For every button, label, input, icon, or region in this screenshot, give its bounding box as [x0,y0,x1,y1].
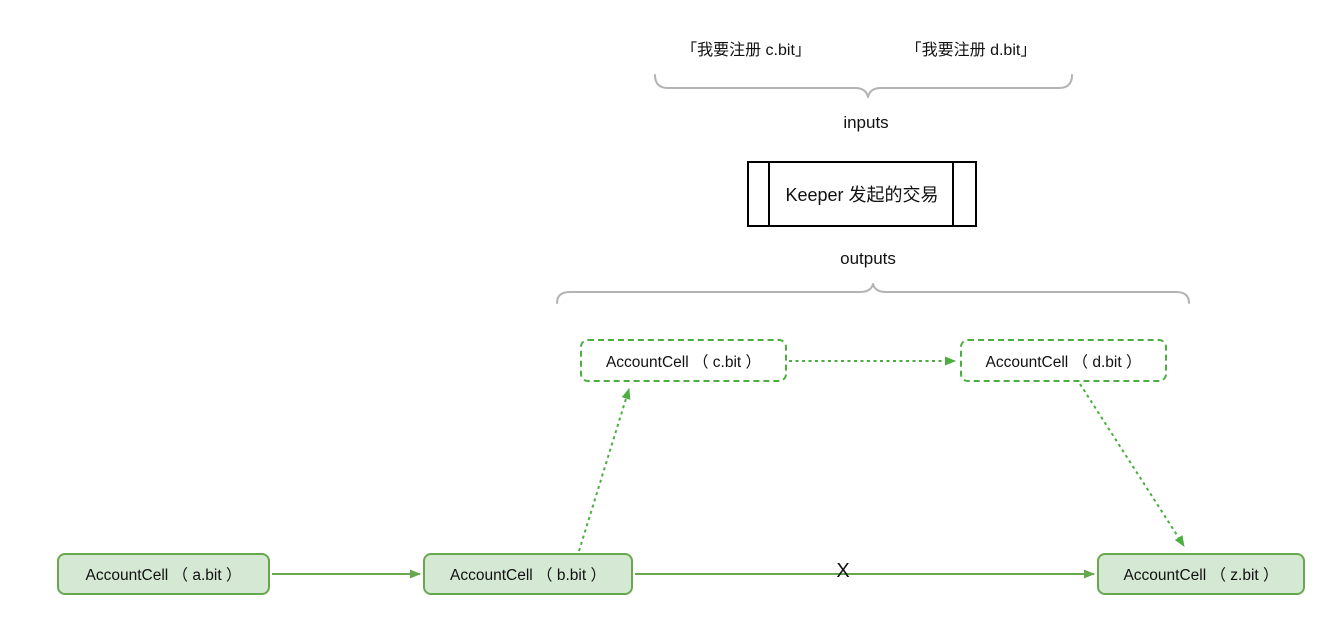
broken-link-x-marker: X [836,560,850,582]
accountcell-a-bit: AccountCell （ a.bit ） [57,553,270,595]
transaction-box-left-divider [768,163,770,225]
outputs-label: outputs [840,249,896,268]
accountcell-d-bit: AccountCell （ d.bit ） [960,339,1167,382]
accountcell-b-bit: AccountCell （ b.bit ） [423,553,633,595]
arrow-b-to-c [578,388,631,552]
arrow-d-to-z [1079,383,1185,547]
accountcell-z-bit: AccountCell （ z.bit ） [1097,553,1305,595]
outputs-brace [556,283,1190,304]
accountcell-c-bit: AccountCell （ c.bit ） [580,339,787,382]
input-quote-register-d: 「我要注册 d.bit」 [905,42,1037,59]
inputs-label: inputs [843,113,889,132]
keeper-transaction-label: Keeper 发起的交易 [785,185,939,205]
keeper-transaction-box: Keeper 发起的交易 [747,161,977,227]
inputs-brace [654,74,1073,98]
transaction-box-right-divider [952,163,954,225]
input-quote-register-c: 「我要注册 c.bit」 [681,42,811,59]
